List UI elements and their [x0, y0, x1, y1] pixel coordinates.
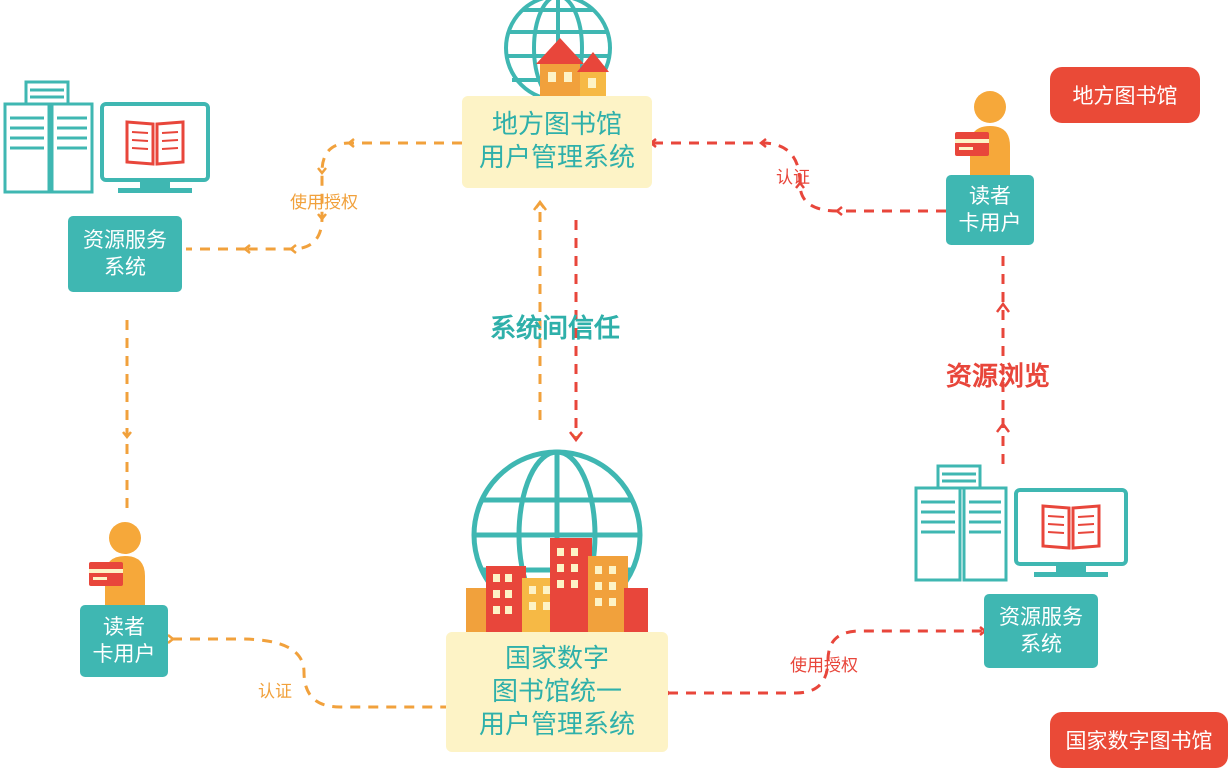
box-line: 图书馆统一	[491, 676, 622, 707]
card-icon	[955, 132, 989, 156]
box-line: 资源服务	[83, 228, 167, 252]
box-line: 用户管理系统	[478, 709, 635, 740]
connector-usage-auth-right	[663, 626, 988, 698]
resource-service-system-right: 资源服务 系统	[984, 594, 1098, 668]
label-system-trust: 系统间信任	[490, 314, 621, 344]
box-line: 读者	[103, 615, 145, 639]
label-resource-browse: 资源浏览	[946, 362, 1051, 392]
connector-auth-left	[167, 634, 446, 709]
server-icon	[3, 80, 94, 194]
monitor-book-icon	[1014, 488, 1128, 577]
box-line: 读者	[969, 184, 1011, 208]
monitor-book-icon	[100, 102, 210, 193]
box-line: 卡用户	[958, 211, 1022, 235]
local-library-user-system: 地方图书馆 用户管理系统	[462, 96, 652, 188]
box-line: 系统	[1020, 632, 1062, 656]
label-usage-auth-right: 使用授权	[790, 656, 858, 676]
house-icon	[536, 38, 609, 98]
server-icon	[914, 464, 1008, 582]
label-auth-right: 认证	[776, 168, 810, 188]
connector-usage-auth-left	[242, 138, 462, 254]
legend-local-library: 地方图书馆	[1050, 67, 1200, 123]
resource-service-system-left: 资源服务 系统	[68, 216, 182, 292]
reader-card-user-right: 读者 卡用户	[946, 175, 1034, 245]
label-usage-auth-left: 使用授权	[290, 193, 358, 213]
city-buildings-icon	[466, 538, 648, 632]
box-line: 系统	[104, 255, 146, 279]
box-line: 国家数字	[504, 643, 609, 674]
label-auth-left: 认证	[258, 682, 292, 702]
reader-card-user-left: 读者 卡用户	[80, 605, 168, 677]
legend-national-digital-library: 国家数字图书馆	[1050, 712, 1228, 768]
card-icon	[89, 562, 123, 586]
box-line: 卡用户	[92, 642, 156, 666]
box-line: 用户管理系统	[478, 143, 635, 173]
box-line: 资源服务	[999, 605, 1083, 629]
national-library-unified-user-system: 国家数字 图书馆统一 用户管理系统	[446, 632, 668, 752]
box-line: 地方图书馆	[491, 110, 622, 140]
